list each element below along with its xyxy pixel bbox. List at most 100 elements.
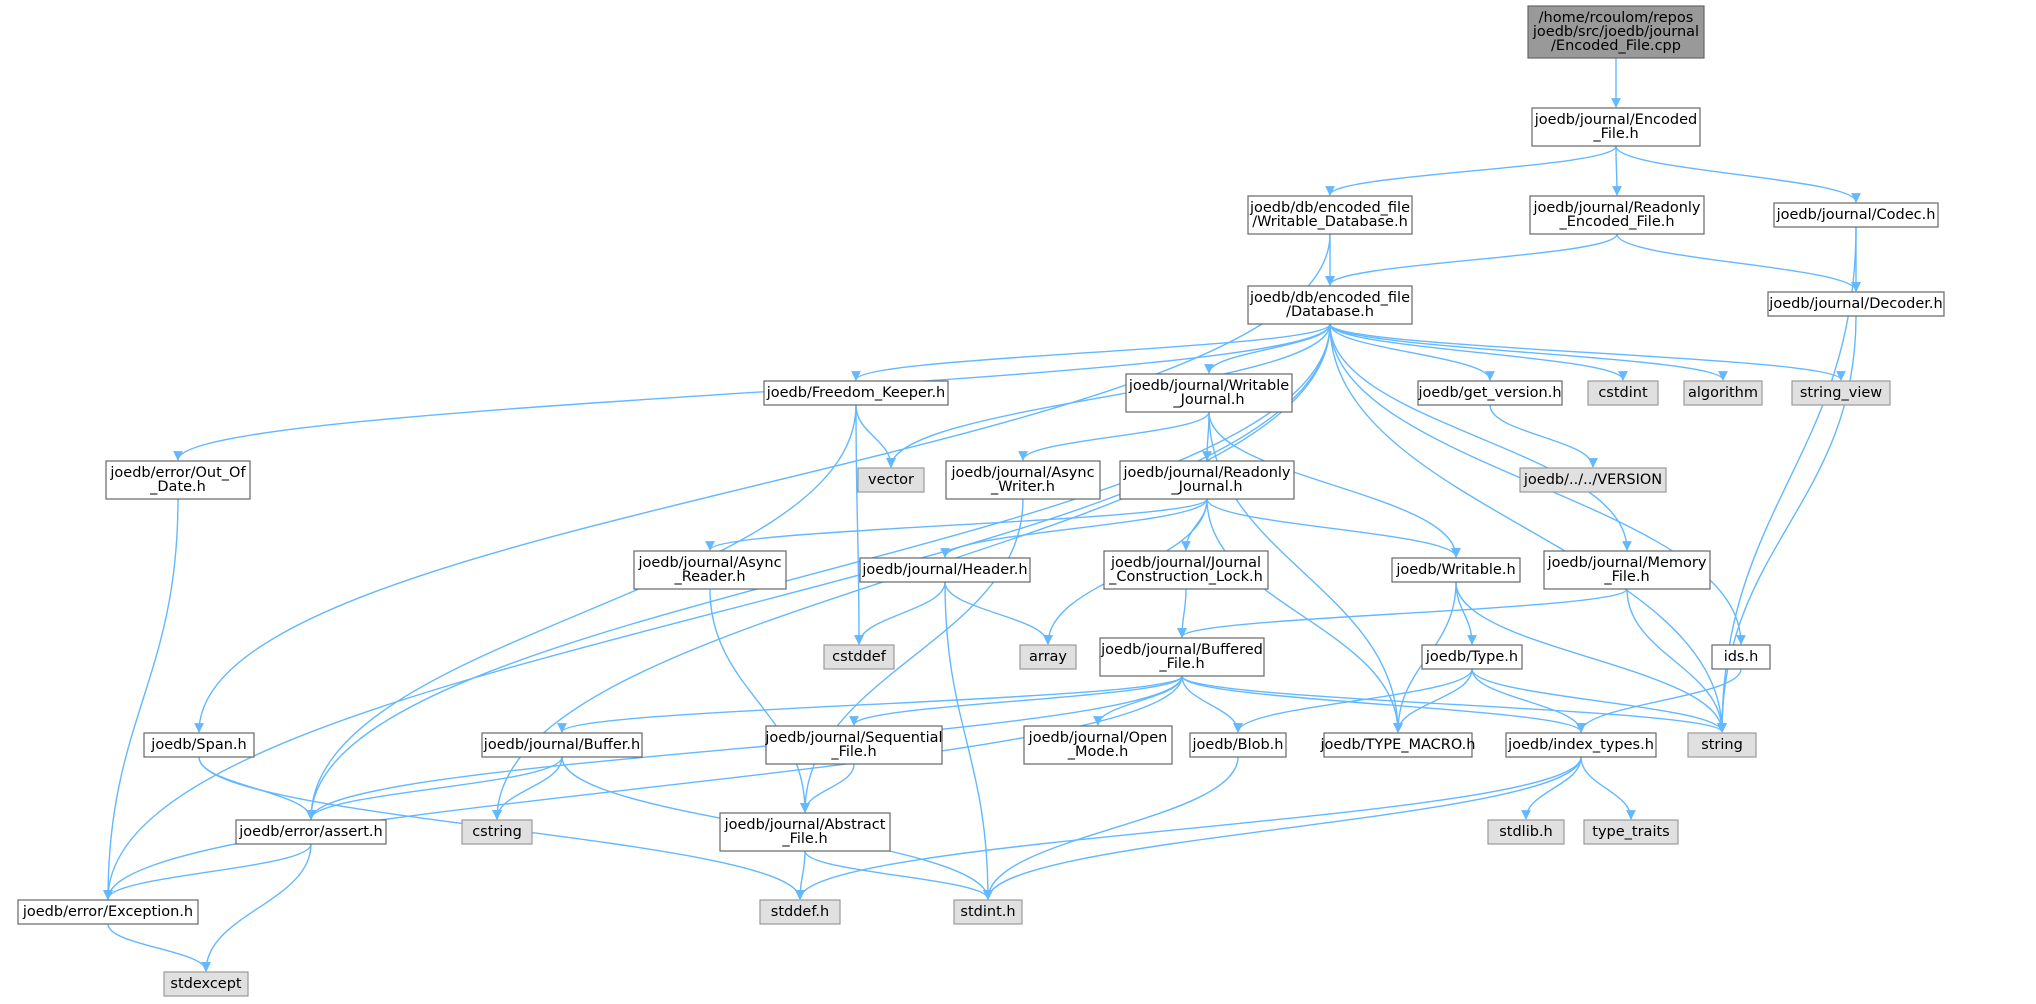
edge-journal_buffer_h-to-cstring [492,756,563,820]
node-box-stdint_h [953,899,1023,925]
node-db_encoded_file_database_h[interactable]: joedb/db/encoded_file/Database.h [1247,285,1413,325]
node-index_types_h[interactable]: joedb/index_types.h [1505,732,1657,758]
node-journal_sequential_file_h[interactable]: joedb/journal/Sequential_File.h [764,725,943,765]
edge-journal_encoded_file_h-to-journal_codec_h [1615,145,1861,203]
node-label-journal_writable_journal_h-0: joedb/journal/Writable [1128,378,1289,394]
edge-freedom_keeper_h-to-vector [855,404,896,468]
node-label-version-0: joedb/../../VERSION [1523,472,1662,488]
edge-error_assert_h-to-error_exception_h [103,843,312,900]
node-box-vector [857,467,925,493]
node-box-type_macro_h [1323,732,1473,758]
edge-error_out_of_date_h-to-error_exception_h [103,498,179,900]
node-box-journal_open_mode_h [1023,725,1173,765]
node-label-type_traits-0: type_traits [1592,824,1669,840]
node-journal_journal_construction_lock_h[interactable]: joedb/journal/Journal_Construction_Lock.… [1103,550,1269,590]
node-journal_memory_file_h[interactable]: joedb/journal/Memory_File.h [1543,550,1711,590]
node-span_h[interactable]: joedb/Span.h [143,732,255,758]
node-box-journal_decoder_h [1767,291,1945,317]
node-box-journal_sequential_file_h [765,725,943,765]
edge-freedom_keeper_h-to-error_assert_h [306,404,857,820]
node-ids_h[interactable]: ids.h [1711,644,1771,670]
node-type_h[interactable]: joedb/Type.h [1421,644,1523,670]
edge-journal_writable_journal_h-to-journal_async_writer_h [1018,411,1210,461]
edge-journal_buffered_file_h-to-blob_h [1181,675,1243,733]
node-error_exception_h[interactable]: joedb/error/Exception.h [17,899,199,925]
node-freedom_keeper_h[interactable]: joedb/Freedom_Keeper.h [763,380,949,406]
node-label-journal_decoder_h-0: joedb/journal/Decoder.h [1768,296,1942,312]
node-box-blob_h [1189,732,1287,758]
node-label-journal_abstract_file_h-1: _File.h [781,831,827,847]
node-error_assert_h[interactable]: joedb/error/assert.h [235,819,387,845]
edge-db_encoded_file_database_h-to-string_view [1329,323,1846,381]
node-label-cstdint-0: cstdint [1598,385,1648,401]
node-label-journal_async_reader_h-0: joedb/journal/Async [637,555,781,571]
node-error_out_of_date_h[interactable]: joedb/error/Out_Of_Date.h [105,460,251,500]
node-box-journal_codec_h [1773,202,1939,228]
node-box-cstddef [823,644,895,670]
edge-journal_header_h-to-stdint_h [944,581,993,900]
node-journal_codec_h[interactable]: joedb/journal/Codec.h [1773,202,1939,228]
edge-blob_h-to-stdint_h [983,756,1239,900]
edge-journal_memory_file_h-to-journal_buffered_file_h [1177,588,1628,638]
node-cstring: cstring [461,819,533,845]
node-box-error_assert_h [235,819,387,845]
node-label-journal_async_reader_h-1: _Reader.h [673,569,745,585]
node-journal_buffered_file_h[interactable]: joedb/journal/Buffered_File.h [1099,637,1265,677]
node-journal_readonly_journal_h[interactable]: joedb/journal/Readonly_Journal.h [1119,460,1295,500]
node-box-stdexcept [163,971,249,997]
node-string: string [1687,732,1757,758]
node-label-encoded_file_cpp-0: /home/rcoulom/repos [1539,10,1694,26]
node-encoded_file_cpp[interactable]: /home/rcoulom/reposjoedb/src/joedb/journ… [1527,5,1705,59]
node-label-db_encoded_file_database_h-1: /Database.h [1286,304,1374,320]
edge-journal_memory_file_h-to-string [1626,588,1727,733]
node-journal_header_h[interactable]: joedb/journal/Header.h [859,557,1031,583]
edge-journal_header_h-to-cstddef [854,581,946,645]
edge-db_encoded_file_database_h-to-error_out_of_date_h [173,323,1331,461]
node-label-span_h-0: joedb/Span.h [150,737,246,753]
node-box-error_out_of_date_h [105,460,251,500]
node-label-journal_open_mode_h-1: _Mode.h [1067,744,1129,760]
edge-type_h-to-type_macro_h [1393,668,1473,733]
node-stdint_h: stdint.h [953,899,1023,925]
edge-journal_readonly_encoded_file_h-to-db_encoded_file_database_h [1325,233,1618,286]
node-db_encoded_file_writable_database_h[interactable]: joedb/db/encoded_file/Writable_Database.… [1247,195,1413,235]
node-box-journal_buffered_file_h [1099,637,1265,677]
node-journal_abstract_file_h[interactable]: joedb/journal/Abstract_File.h [719,812,891,852]
edge-journal_readonly_journal_h-to-type_macro_h [1206,498,1403,733]
node-label-string-0: string [1701,737,1743,753]
node-journal_writable_journal_h[interactable]: joedb/journal/Writable_Journal.h [1125,373,1293,413]
node-journal_decoder_h[interactable]: joedb/journal/Decoder.h [1767,291,1945,317]
node-label-error_out_of_date_h-1: _Date.h [149,479,206,495]
node-label-algorithm-0: algorithm [1688,385,1758,401]
edge-journal_buffered_file_h-to-string [1181,675,1727,733]
node-label-journal_encoded_file_h-0: joedb/journal/Encoded [1534,112,1697,128]
node-box-journal_memory_file_h [1543,550,1711,590]
node-journal_async_writer_h[interactable]: joedb/journal/Async_Writer.h [945,460,1101,500]
node-journal_encoded_file_h[interactable]: joedb/journal/Encoded_File.h [1531,107,1701,147]
node-type_macro_h[interactable]: joedb/TYPE_MACRO.h [1320,732,1476,758]
node-box-get_version_h [1417,380,1563,406]
node-journal_open_mode_h[interactable]: joedb/journal/Open_Mode.h [1023,725,1173,765]
node-label-ids_h-0: ids.h [1724,649,1759,665]
edge-journal_buffered_file_h-to-error_exception_h [103,675,1183,900]
node-label-journal_sequential_file_h-1: _File.h [830,744,876,760]
node-blob_h[interactable]: joedb/Blob.h [1189,732,1287,758]
node-writable_h[interactable]: joedb/Writable.h [1391,557,1521,583]
node-journal_async_reader_h[interactable]: joedb/journal/Async_Reader.h [633,550,787,590]
node-label-journal_readonly_journal_h-1: _Journal.h [1170,479,1242,495]
node-label-array-0: array [1029,649,1067,665]
edge-journal_journal_construction_lock_h-to-journal_buffered_file_h [1177,588,1187,638]
edge-journal_buffered_file_h-to-error_assert_h [306,675,1183,820]
node-journal_readonly_encoded_file_h[interactable]: joedb/journal/Readonly_Encoded_File.h [1529,195,1705,235]
node-get_version_h[interactable]: joedb/get_version.h [1417,380,1563,406]
node-journal_buffer_h[interactable]: joedb/journal/Buffer.h [481,732,643,758]
node-label-encoded_file_cpp-2: /Encoded_File.cpp [1551,38,1681,54]
node-label-vector-0: vector [868,472,914,488]
node-box-encoded_file_cpp [1527,5,1705,59]
edge-index_types_h-to-stddef_h [795,756,1582,900]
edge-index_types_h-to-stdlib_h [1521,756,1582,820]
node-label-error_assert_h-0: joedb/error/assert.h [238,824,382,840]
node-box-type_h [1421,644,1523,670]
edge-type_h-to-blob_h [1233,668,1473,733]
edge-writable_h-to-string [1455,581,1727,733]
